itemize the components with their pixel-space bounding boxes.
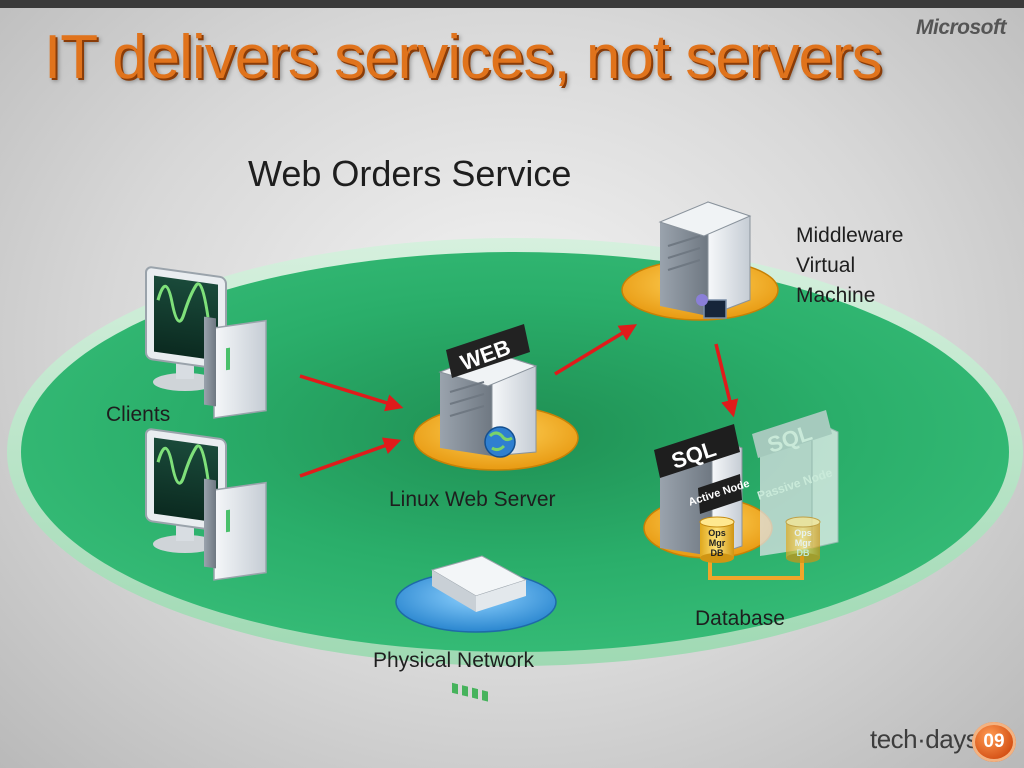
- db-label-line3: DB: [711, 548, 724, 558]
- client-computer-icon: [145, 266, 267, 419]
- network-label: Physical Network: [373, 649, 535, 672]
- sql-active-node-icon: SQL Active Node: [654, 424, 751, 557]
- middleware-label-line2: Virtual: [796, 254, 856, 277]
- slide-title: IT delivers services, not servers: [44, 23, 883, 92]
- flow-arrow: [299, 437, 402, 478]
- sql-cluster-icon: SQL Passive Node SQL Active Node Ops Mgr…: [643, 410, 839, 580]
- service-title: Web Orders Service: [248, 153, 572, 194]
- top-bar: [0, 0, 1024, 8]
- db-label-line1: Ops: [794, 528, 812, 538]
- middleware-label-line3: Machine: [796, 284, 876, 307]
- globe-icon: [484, 426, 516, 458]
- db-label-line1: Ops: [708, 528, 726, 538]
- gear-icon: [696, 294, 708, 306]
- flow-arrow: [299, 374, 404, 412]
- client-computer-icon: [145, 428, 267, 581]
- db-label-line3: DB: [797, 548, 810, 558]
- database-label: Database: [695, 607, 785, 630]
- middleware-vm-icon: [621, 201, 779, 321]
- web-server-icon: WEB: [413, 324, 579, 471]
- db-label-line2: Mgr: [795, 538, 812, 548]
- microsoft-logo: Microsoft: [916, 16, 1007, 39]
- web-server-label: Linux Web Server: [389, 488, 556, 511]
- vm-monitor-icon: [703, 299, 727, 319]
- techdays-logo: tech·days: [870, 724, 979, 754]
- db-label-line2: Mgr: [709, 538, 726, 548]
- database-cylinder-icon: Ops Mgr DB: [785, 516, 821, 563]
- network-switch-icon: [395, 555, 557, 702]
- clients-label: Clients: [106, 403, 171, 426]
- middleware-label-line1: Middleware: [796, 224, 904, 247]
- database-cylinder-icon: Ops Mgr DB: [699, 516, 735, 563]
- flow-arrow: [554, 324, 637, 376]
- flow-arrow: [714, 343, 739, 418]
- year-badge: 09: [972, 722, 1016, 762]
